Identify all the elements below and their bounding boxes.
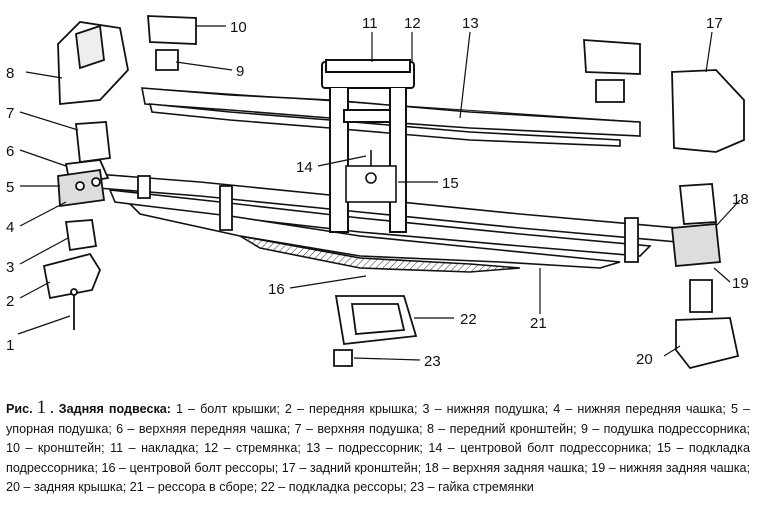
- legend-text: верхняя задняя чашка: [452, 460, 585, 475]
- legend-number: 20: [6, 480, 21, 495]
- legend-text: стремянка: [236, 441, 298, 456]
- legend-number: 11: [110, 441, 124, 456]
- callout-numbers: 1 2 3 4 5 6 7 8 9 10 11 12 13 14 15 16 1…: [6, 15, 749, 370]
- callout-9: 9: [236, 63, 244, 80]
- legend-number: 10: [6, 441, 21, 456]
- callout-2: 2: [6, 293, 14, 310]
- legend-text: верхняя передняя чашка: [138, 421, 287, 436]
- caption-prefix: Рис.: [6, 402, 33, 416]
- callout-11: 11: [362, 15, 378, 32]
- legend-text: верхняя подушка: [317, 421, 420, 436]
- front-bracket: [57, 21, 129, 105]
- callout-7: 7: [6, 105, 14, 122]
- legend-number: 2: [284, 402, 292, 416]
- legend-number: 9: [580, 421, 588, 436]
- legend-number: 17: [281, 460, 296, 475]
- callout-18: 18: [732, 191, 749, 208]
- callout-23: 23: [424, 353, 441, 370]
- spring-clamps: [137, 175, 639, 263]
- legend-number: 5: [730, 402, 738, 416]
- rear-spring-end: [671, 183, 721, 267]
- legend-text: рессора в сборе: [157, 480, 254, 495]
- callout-4: 4: [6, 219, 14, 236]
- legend-number: 4: [553, 402, 561, 416]
- callout-10: 10: [230, 19, 247, 36]
- rear-suspension-diagram: 1 2 3 4 5 6 7 8 9 10 11 12 13 14 15 16 1…: [6, 15, 749, 370]
- callout-19: 19: [732, 275, 749, 292]
- legend-text: гайка стремянки: [438, 480, 534, 495]
- legend-text: центровой болт рессоры: [129, 460, 275, 475]
- helper-center-pad: [345, 150, 397, 203]
- legend-text: подрессорник: [338, 441, 420, 456]
- legend-number: 12: [204, 441, 219, 456]
- legend-number: 16: [101, 460, 116, 475]
- callout-5: 5: [6, 179, 14, 196]
- legend-text: болт крышки: [200, 402, 277, 416]
- spring-pad: [333, 295, 418, 367]
- figure-caption: Рис.1. Задняя подвеска: 1 – болт крышки;…: [6, 398, 750, 498]
- callout-3: 3: [6, 259, 14, 276]
- legend-text: упорная подушка: [6, 421, 109, 436]
- legend-number: 6: [116, 421, 124, 436]
- legend-number: 7: [294, 421, 302, 436]
- legend-text: центровой болт подрессорника: [460, 441, 649, 456]
- rear-bracket: [583, 39, 745, 153]
- legend-text: кронштейн: [37, 441, 102, 456]
- callout-16: 16: [268, 281, 285, 298]
- legend-number: 18: [424, 460, 439, 475]
- callout-13: 13: [462, 15, 479, 32]
- legend-text: передняя крышка: [309, 402, 415, 416]
- legend-text: нижняя подушка: [446, 402, 545, 416]
- legend-text: нижняя задняя чашка: [619, 460, 747, 475]
- front-lower-parts: [42, 219, 102, 330]
- caption-number: 1: [36, 397, 47, 418]
- legend-number: 15: [656, 441, 671, 456]
- callout-6: 6: [6, 143, 14, 160]
- legend-number: 3: [422, 402, 430, 416]
- legend-text: задняя крышка: [34, 480, 123, 495]
- legend-number: 8: [426, 421, 434, 436]
- rear-cover: [675, 279, 740, 370]
- legend-text: задний кронштейн: [309, 460, 418, 475]
- legend-text: подушка подрессорника: [603, 421, 747, 436]
- callout-20: 20: [636, 351, 653, 368]
- legend-number: 14: [428, 441, 443, 456]
- legend-number: 21: [129, 480, 144, 495]
- callout-21: 21: [530, 315, 547, 332]
- callout-15: 15: [442, 175, 459, 192]
- legend-number: 13: [306, 441, 321, 456]
- legend-number: 1: [175, 402, 183, 416]
- legend-text: подкладка подрессорника: [6, 441, 750, 475]
- front-spring-end: [57, 121, 111, 208]
- leader-lines: [17, 25, 741, 361]
- helper-bracket: [147, 15, 197, 71]
- legend-number: 22: [260, 480, 275, 495]
- legend-number: 23: [410, 480, 425, 495]
- callout-22: 22: [460, 311, 477, 328]
- callout-12: 12: [404, 15, 421, 32]
- legend-text: передний кронштейн: [449, 421, 574, 436]
- legend-text: подкладка рессоры: [288, 480, 404, 495]
- callout-8: 8: [6, 65, 14, 82]
- legend-text: накладка: [141, 441, 196, 456]
- legend-number: 19: [591, 460, 606, 475]
- legend-text: нижняя передняя чашка: [577, 402, 723, 416]
- callout-17: 17: [706, 15, 723, 32]
- callout-1: 1: [6, 337, 14, 354]
- u-bolts: [321, 59, 415, 233]
- caption-title: . Задняя подвеска:: [50, 402, 171, 416]
- callout-14: 14: [296, 159, 313, 176]
- caption-legend: 1 – болт крышки; 2 – передняя крышка; 3 …: [6, 402, 751, 495]
